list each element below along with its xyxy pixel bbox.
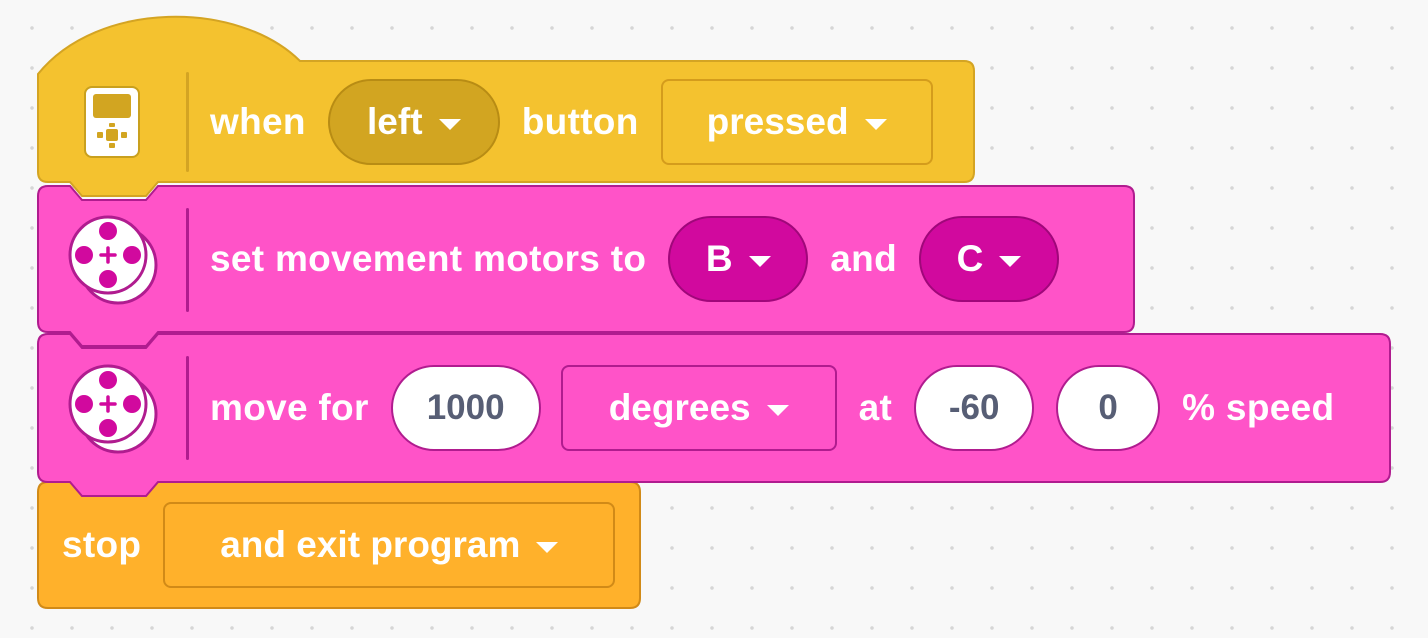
motor-1-value: B <box>705 238 733 279</box>
chevron-down-icon <box>999 255 1022 267</box>
motor-1-dropdown[interactable]: B <box>668 216 809 302</box>
motion-block-path <box>37 333 1391 497</box>
at-label: at <box>858 387 893 428</box>
motion-block-path <box>37 185 1135 347</box>
stop-option-dropdown[interactable]: and exit program <box>163 502 616 588</box>
event-hat-shape <box>37 15 975 197</box>
button-action-dropdown[interactable]: pressed <box>660 79 933 165</box>
ev3-brick-icon <box>38 62 186 182</box>
button-selector-dropdown[interactable]: left <box>327 79 500 165</box>
chevron-down-icon <box>748 255 771 267</box>
when-button-pressed-block[interactable]: when left button pressed <box>37 14 976 197</box>
chevron-down-icon <box>536 541 559 553</box>
motion-block-shape <box>37 333 1391 497</box>
button-label: button <box>521 101 639 142</box>
move-for-degrees-block[interactable]: move for 1000 degrees at -60 0 % speed <box>37 330 1392 497</box>
stop-block[interactable]: stop and exit program <box>37 478 642 612</box>
motor-pair-icon <box>38 334 186 482</box>
chevron-down-icon <box>438 118 461 130</box>
steering-input[interactable]: -60 <box>914 365 1035 451</box>
block-divider <box>186 356 189 460</box>
speed-input[interactable]: 0 <box>1056 365 1161 451</box>
stop-label: stop <box>62 524 142 565</box>
button-selector-value: left <box>367 101 423 142</box>
block-divider <box>186 208 189 312</box>
when-label: when <box>210 101 306 142</box>
motion-block-shape <box>37 185 1135 347</box>
chevron-down-icon <box>766 404 789 416</box>
set-movement-motors-block[interactable]: set movement motors to B and C <box>37 182 1136 347</box>
amount-input[interactable]: 1000 <box>390 365 541 451</box>
unit-dropdown[interactable]: degrees <box>560 365 837 451</box>
set-motors-label: set movement motors to <box>210 238 647 279</box>
stop-option-value: and exit program <box>220 524 521 565</box>
motor-2-dropdown[interactable]: C <box>918 216 1059 302</box>
speed-label: % speed <box>1182 387 1335 428</box>
unit-value: degrees <box>608 387 751 428</box>
motor-2-value: C <box>956 238 984 279</box>
chevron-down-icon <box>864 118 887 130</box>
motor-pair-icon <box>38 186 186 332</box>
move-for-label: move for <box>210 387 369 428</box>
event-hat-path <box>37 15 975 197</box>
button-action-value: pressed <box>706 101 849 142</box>
and-label: and <box>830 238 897 279</box>
block-divider <box>186 72 189 172</box>
